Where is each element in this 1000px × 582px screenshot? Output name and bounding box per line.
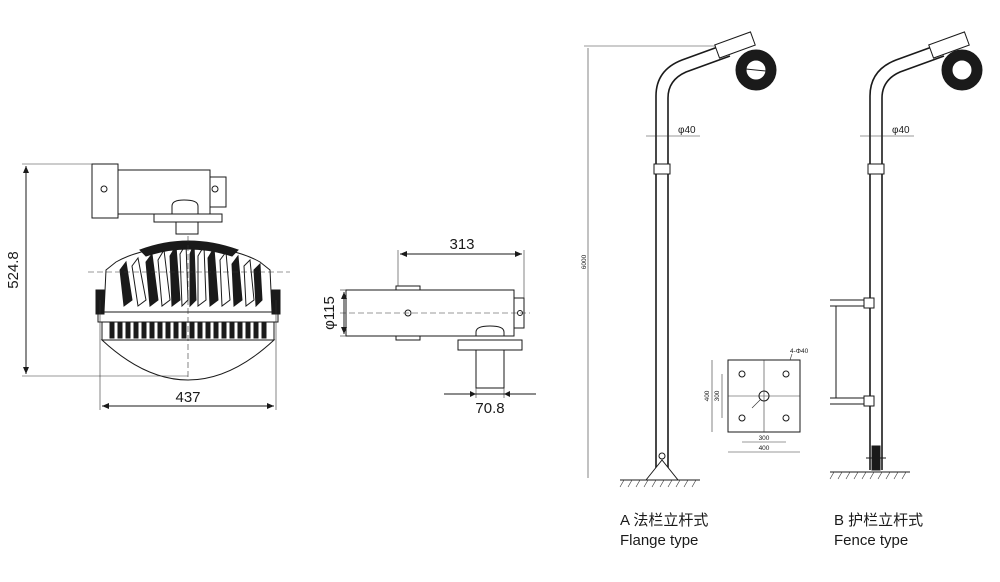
flange-plate-detail: 4-Φ40 400 300 300 400	[704, 348, 809, 453]
pole-a-shaft	[655, 43, 727, 470]
bracket-endcap	[209, 176, 227, 208]
pole-a-caption-cn: A 法栏立杆式	[620, 512, 708, 529]
height-dimension: 524.8	[5, 251, 22, 289]
pole-b-shaft	[869, 43, 941, 470]
flange-centre-hole	[758, 390, 770, 402]
pole-a-caption-en: Flange type	[620, 532, 698, 549]
flange-outer-h: 400	[704, 390, 711, 401]
pole-a-base	[644, 459, 680, 481]
flange-inner-h: 300	[714, 390, 721, 401]
pole-a-pipe-dim: φ40	[678, 125, 696, 136]
pole-b-bracket	[928, 31, 970, 59]
pole-b-fence: φ40 B 护栏立杆式 Fence type	[829, 31, 983, 549]
base-dimension: 70.8	[475, 400, 504, 417]
flange-inner-w: 300	[759, 435, 770, 442]
pole-b-caption-cn: B 护栏立杆式	[834, 512, 923, 529]
pole-a-flange: 6000 φ40 A 法栏立杆式 Flange type	[581, 31, 777, 549]
swivel-joint	[171, 199, 199, 215]
length-dimension: 313	[449, 236, 474, 253]
front-view: 524.8 437	[5, 163, 290, 410]
bracket-bolt	[100, 185, 108, 193]
flange-hole-note: 4-Φ40	[790, 348, 809, 355]
pole-a-height: 6000	[581, 254, 588, 269]
side-view: 313 φ115 70.8	[321, 236, 536, 417]
glass-dome	[100, 339, 276, 381]
pole-b-caption-en: Fence type	[834, 532, 908, 549]
width-dimension: 437	[175, 389, 200, 406]
bracket-plate	[91, 163, 119, 219]
flange-outer-w: 400	[759, 445, 770, 452]
diameter-dimension: φ115	[321, 296, 338, 330]
pole-a-bracket	[714, 31, 756, 59]
pole-b-pipe-dim: φ40	[892, 125, 910, 136]
side-mount	[475, 325, 505, 337]
